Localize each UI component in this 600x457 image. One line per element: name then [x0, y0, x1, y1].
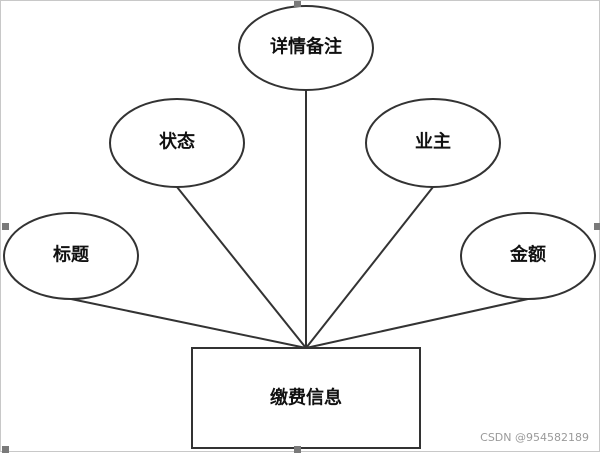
entity-payment-info-shape	[191, 347, 421, 449]
entity-payment-info-label: 缴费信息	[270, 387, 342, 409]
connector-title	[70, 298, 307, 349]
selection-handle-bottom-left[interactable]	[2, 446, 9, 453]
attribute-detail-note[interactable]: 详情备注	[238, 5, 374, 91]
attribute-amount-label: 金额	[509, 244, 546, 266]
connector-amount	[305, 298, 529, 349]
attribute-amount[interactable]: 金额	[460, 212, 596, 300]
attribute-title[interactable]: 标题	[3, 212, 139, 300]
attribute-detail-note-label: 详情备注	[270, 36, 342, 58]
selection-handle-left[interactable]	[2, 223, 9, 230]
selection-handle-right[interactable]	[594, 223, 600, 230]
connector-owner	[305, 186, 434, 349]
attribute-title-shape	[3, 212, 139, 300]
attribute-owner-label: 业主	[415, 131, 451, 153]
attribute-status-shape	[109, 98, 245, 188]
selection-handle-bottom[interactable]	[294, 446, 301, 453]
attribute-status-label: 状态	[159, 131, 195, 153]
watermark-text: CSDN @954582189	[480, 431, 589, 444]
attribute-owner-shape	[365, 98, 501, 188]
attribute-amount-shape	[460, 212, 596, 300]
attribute-owner[interactable]: 业主	[365, 98, 501, 188]
selection-handle-top[interactable]	[294, 1, 301, 7]
attribute-status[interactable]: 状态	[109, 98, 245, 188]
attribute-detail-note-shape	[238, 5, 374, 91]
attribute-title-label: 标题	[52, 244, 90, 266]
connector-status	[176, 186, 307, 349]
entity-payment-info[interactable]: 缴费信息	[191, 347, 421, 449]
